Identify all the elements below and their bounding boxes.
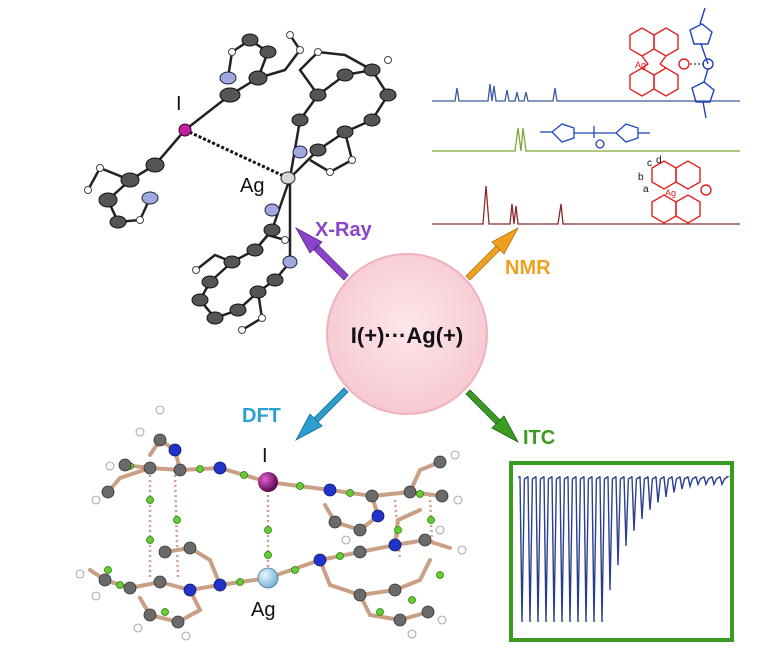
dft-iodine-label: I [262, 445, 268, 467]
nmr-proton-label-b: b [638, 172, 644, 183]
xray-label: X-Ray [315, 219, 373, 241]
dft-silver-atom [257, 567, 279, 589]
nmr-spectra-panel: Ag Ag c d b a [432, 7, 740, 225]
nmr-complex-structure [629, 7, 715, 119]
nmr-spectrum-silver-bipy [432, 185, 740, 225]
nmr-proton-label-a: a [643, 184, 649, 195]
nmr-ag-bipy-ag-label: Ag [665, 188, 676, 198]
xray-silver-label: Ag [240, 175, 264, 197]
dft-label: DFT [242, 405, 281, 427]
xray-crystal-structure: I Ag [84, 31, 397, 334]
nmr-spectrum-ligand [432, 127, 740, 152]
xray-arrow [294, 226, 349, 281]
nmr-complex-ag-label: Ag [635, 60, 646, 70]
dft-computed-structure: I Ag [75, 405, 467, 641]
itc-arrow [465, 389, 519, 443]
xray-iodine-atom [178, 123, 192, 137]
dft-silver-label: Ag [251, 599, 275, 621]
nmr-proton-label-d: d [656, 155, 662, 166]
nmr-ag-bipy-structure [651, 160, 712, 224]
itc-label: ITC [523, 427, 555, 449]
dft-iodine-atom [258, 472, 278, 492]
nmr-label: NMR [505, 257, 551, 279]
center-circle [326, 253, 488, 415]
itc-thermogram-trace [518, 476, 731, 623]
xray-silver-atom [280, 171, 296, 185]
xray-halogen-contact [184, 128, 289, 180]
nmr-spectrum-complex [432, 83, 740, 102]
nmr-ligand-structure [540, 123, 650, 149]
nmr-proton-label-c: c [647, 158, 652, 169]
dft-arrow [295, 387, 349, 441]
itc-panel [509, 461, 734, 642]
nmr-arrow [465, 227, 519, 281]
center-label: I(+)···Ag(+) [351, 323, 463, 348]
xray-iodine-label: I [176, 93, 182, 115]
